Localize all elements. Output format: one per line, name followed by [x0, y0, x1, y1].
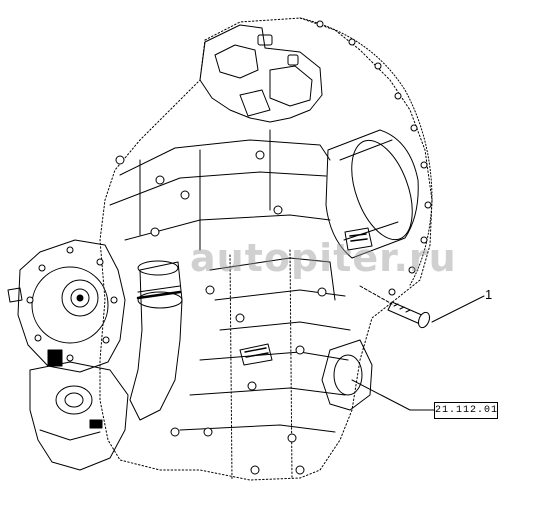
cover-plate	[321, 339, 373, 411]
bolt-item-1	[387, 301, 431, 329]
filter-housing	[325, 129, 419, 259]
pipe-elbow	[129, 261, 183, 421]
reference-leader	[351, 379, 435, 411]
bolt-axis-line	[359, 285, 393, 305]
front-cover	[17, 239, 126, 373]
callout-1-leader	[431, 295, 485, 323]
reference-code-box: 21.112.01	[434, 402, 498, 419]
callout-number-1: 1	[485, 287, 493, 302]
transmission-housing	[99, 17, 433, 481]
watermark-text: autopiter.ru	[190, 236, 457, 280]
flange-bolts	[316, 20, 432, 296]
pump-housing	[29, 361, 129, 471]
housing-bolts	[115, 150, 327, 475]
